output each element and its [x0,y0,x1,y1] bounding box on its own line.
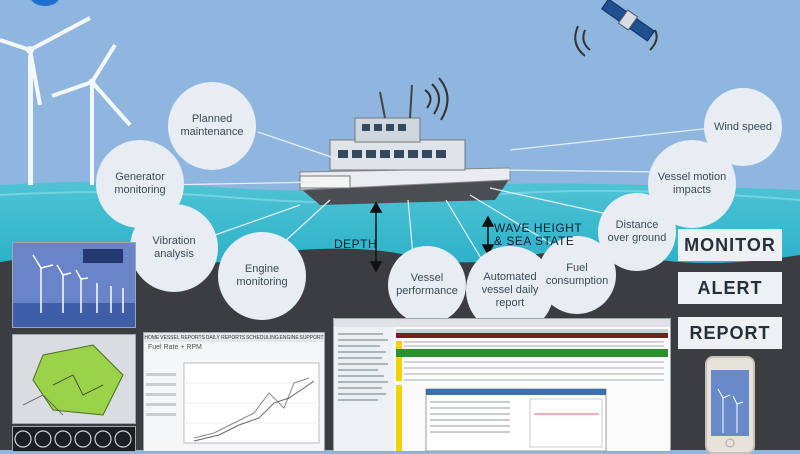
wave-height-line1: WAVE HEIGHT [494,221,583,235]
map-panel [12,334,136,424]
bubble-planned-maintenance: Planned maintenance [168,82,256,170]
bubble-vibration-analysis: Vibration analysis [130,204,218,292]
logo-icon [30,0,60,6]
phone [705,356,755,454]
alert-box: ALERT [678,272,782,304]
wave-height-line2: & SEA STATE [494,234,575,248]
data-table [334,319,670,451]
route-map [22,344,124,416]
panel-nav: HOME VESSEL REPORTS DAILY REPORTS SCHEDU… [144,333,324,342]
satellite-icon [600,0,656,42]
panel-title: Fuel Rate + RPM [148,344,202,351]
bubble-wind-speed: Wind speed [704,88,782,166]
wind-turbine-2 [51,43,132,185]
gauges [14,430,132,448]
turbine-photo [13,249,135,327]
depth-label: DEPTH [334,237,378,251]
nav-support[interactable]: SUPPORT [299,334,324,341]
nav-scheduling[interactable]: SCHEDULING [245,334,279,341]
monitor-box: MONITOR [678,229,782,261]
wind-turbine-1 [0,16,91,185]
fuel-rate-panel: HOME VESSEL REPORTS DAILY REPORTS SCHEDU… [143,332,325,452]
phone-screen [711,370,749,448]
nav-engine[interactable]: ENGINE [279,334,299,341]
bubble-vessel-performance: Vessel performance [388,246,466,324]
turbine-photo-panel [12,242,136,328]
bubble-engine-monitoring: Engine monitoring [218,232,306,320]
bubble-vessel-motion-impacts: Vessel motion impacts [648,140,736,228]
nav-daily-reports[interactable]: DAILY REPORTS [205,334,246,341]
data-table-panel [333,318,671,452]
fuel-rate-plot [146,362,320,444]
wave-height-label: WAVE HEIGHT & SEA STATE [494,222,582,248]
gauges-panel [12,426,136,452]
nav-vessel-reports[interactable]: VESSEL REPORTS [160,334,205,341]
vessel [299,84,511,205]
nav-home[interactable]: HOME [144,334,160,341]
report-box: REPORT [678,317,782,349]
